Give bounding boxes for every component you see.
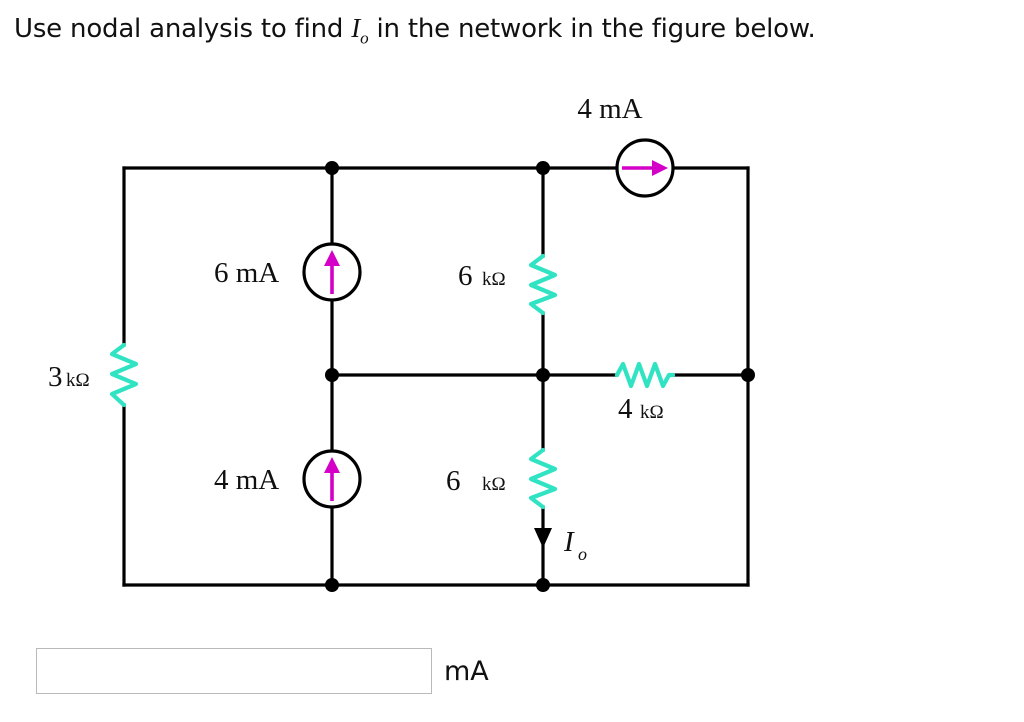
label-io-subscript: o [578, 544, 587, 564]
resistor-4k-symbol [614, 361, 676, 389]
node-dot-mid-b [536, 368, 550, 382]
label-resistor-3k-value: 3 [48, 361, 63, 393]
label-resistor-6k-bottom-value: 6 [446, 465, 461, 497]
source-4ma-bottom-arrow-head [324, 457, 340, 473]
label-resistor-4k-unit: kΩ [640, 402, 664, 423]
resistor-3k-symbol [109, 342, 139, 408]
question-variable-symbol: I [351, 13, 361, 43]
node-dot-mid-right [741, 368, 755, 382]
node-dot-mid-a [325, 368, 339, 382]
question-variable-subscript: o [360, 28, 369, 48]
resistor-6k-top-symbol [528, 253, 558, 316]
label-io-symbol: I [563, 526, 575, 558]
question-text-before: Use nodal analysis to find [14, 14, 352, 44]
circuit-svg: 4 mA 6 mA 4 mA 3 kΩ 6 kΩ 6 kΩ 4 kΩ I o [48, 93, 755, 592]
source-4ma-top-arrow-head [652, 160, 668, 176]
label-resistor-6k-top-value: 6 [458, 260, 473, 292]
label-resistor-6k-top-unit: kΩ [482, 269, 506, 290]
resistor-6k-bottom-symbol [528, 447, 558, 510]
source-4ma-top-symbol [615, 138, 675, 198]
question-text-after: in the network in the figure below. [368, 14, 816, 44]
label-resistor-4k-value: 4 [618, 393, 633, 425]
label-source-4ma-bottom: 4 mA [214, 464, 279, 496]
label-source-4ma-top: 4 mA [577, 93, 642, 125]
circuit-diagram: 4 mA 6 mA 4 mA 3 kΩ 6 kΩ 6 kΩ 4 kΩ I o [0, 78, 1024, 618]
node-dot-bottom-a [325, 578, 339, 592]
answer-input[interactable] [36, 648, 432, 694]
io-current-arrow-icon [534, 528, 552, 548]
source-6ma-symbol [302, 242, 362, 302]
question-variable: Io [351, 13, 368, 47]
wire-group [122, 166, 750, 587]
source-6ma-arrow-head [324, 250, 340, 266]
label-resistor-6k-bottom-unit: kΩ [482, 474, 506, 495]
source-4ma-bottom-symbol [302, 449, 362, 509]
label-source-6ma: 6 mA [214, 257, 279, 289]
answer-row: mA [36, 648, 489, 694]
node-dot-top-b [536, 161, 550, 175]
question-prompt: Use nodal analysis to find Io in the net… [14, 11, 1014, 55]
node-dot-group [325, 161, 755, 592]
node-dot-top-a [325, 161, 339, 175]
node-dot-bottom-b [536, 578, 550, 592]
answer-unit-label: mA [444, 655, 489, 687]
label-resistor-3k-unit: kΩ [66, 370, 90, 391]
